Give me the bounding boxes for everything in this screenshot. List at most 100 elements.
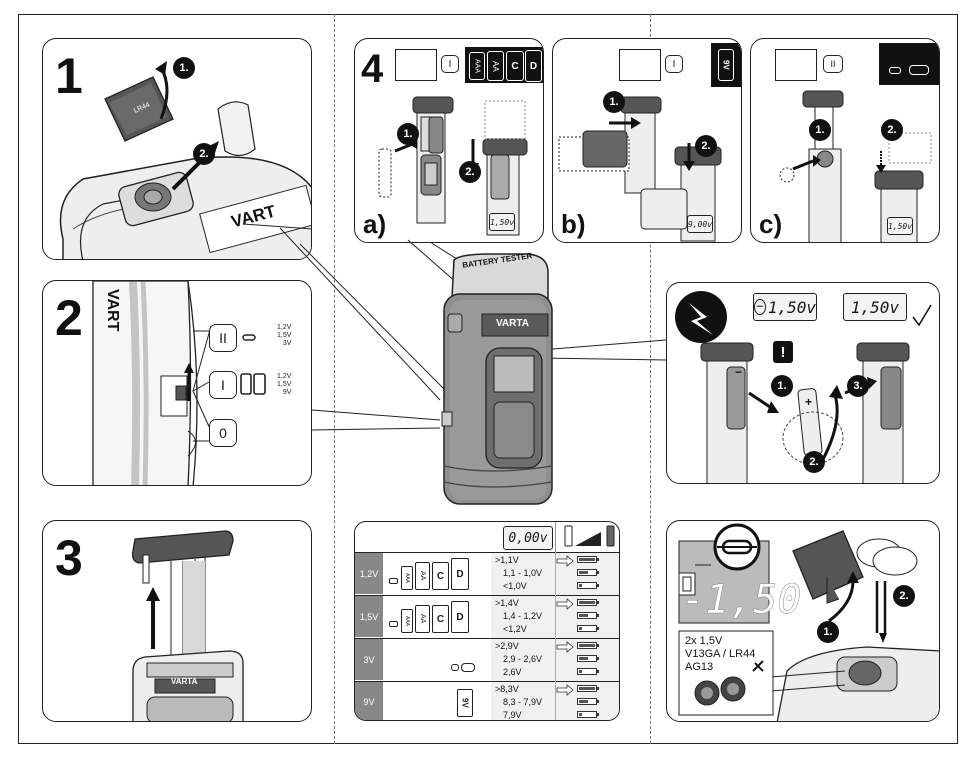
step-1-badge-1: 1.	[173, 57, 195, 79]
step-4a-label: a)	[363, 209, 387, 239]
range-text: 1,4 - 1,2V	[503, 611, 543, 621]
charge-gauge-icon	[577, 599, 599, 606]
step-1-number: 1	[55, 48, 83, 104]
type-c: C	[432, 605, 449, 633]
step-4b-slider-icon	[619, 49, 661, 81]
type-c: C	[432, 562, 449, 590]
step-4c-slider-icon	[775, 49, 817, 81]
step-4b-lcd: 9,00v	[687, 215, 713, 233]
page-frame	[18, 14, 958, 744]
polarity-badge-3: 3.	[847, 375, 869, 397]
arrow-icon	[556, 555, 574, 567]
coin-cell-icon-large	[461, 663, 475, 672]
coin-cell-icon-1	[889, 67, 901, 74]
range-text: 2,9 - 2,6V	[503, 654, 543, 664]
voltage-table: 0,00v 1,2V 1,5V 3V 9V AAA AA C D AAA AA …	[354, 521, 620, 721]
range-text: >8,3V	[495, 684, 519, 694]
row-3v-types	[385, 642, 489, 678]
polarity-minus-label: −	[735, 365, 743, 379]
polarity-plus-label: +	[805, 395, 813, 409]
type-aa: AA	[415, 605, 430, 633]
charge-gauge-icon	[577, 582, 599, 589]
type-aaa: AAA	[401, 566, 413, 590]
row-9v-types: 9V	[385, 685, 489, 719]
polarity-badge-2: 2.	[803, 451, 825, 473]
range-text: 2,6V	[503, 667, 522, 677]
coin-cell-icon	[389, 621, 398, 627]
charge-gauge-icon	[577, 685, 599, 692]
row-label-9v: 9V	[355, 682, 383, 720]
type-aa: AA	[415, 562, 430, 590]
charge-gauge-icon	[577, 569, 599, 576]
column-divider-left	[334, 14, 335, 744]
polarity-illustration	[675, 291, 932, 483]
type-9v: 9V	[718, 49, 734, 81]
step-2-illustration	[92, 281, 266, 485]
step-4c-badge-2: 2.	[881, 119, 903, 141]
step-4c-switch: II	[823, 55, 843, 73]
step-4c-badge-1: 1.	[809, 119, 831, 141]
coin-cell-icon-2	[909, 65, 929, 75]
switch-position-i: I	[209, 371, 237, 399]
charge-gauge-icon	[577, 625, 599, 632]
range-text: >2,9V	[495, 641, 519, 651]
coin-cell-icon	[389, 578, 398, 584]
charge-gauge-icon	[577, 642, 599, 649]
coin-badge-2: 2.	[893, 585, 915, 607]
step-4a-panel: 4 I AAA AA C D 1. 2. 1,50v a)	[354, 38, 544, 243]
type-d: D	[451, 558, 469, 590]
step-4a-type-strip: AAA AA C D	[465, 47, 543, 83]
minus-circle-icon: −	[754, 299, 766, 315]
step-4b-type-strip: 9V	[711, 43, 741, 87]
warning-icon: !	[773, 341, 793, 363]
step-4a-badge-1: 1.	[397, 123, 419, 145]
step-1-badge-2: 2.	[193, 143, 215, 165]
step-1-panel: 1 LR44 1. 2. VART	[42, 38, 312, 260]
charge-gauge-icon	[577, 655, 599, 662]
row-label-3v: 3V	[355, 639, 383, 680]
step-4c-lcd: 1,50v	[887, 217, 913, 235]
step-4a-slider-icon	[395, 49, 437, 81]
step-4a-lcd: 1,50v	[489, 213, 515, 231]
lcd-correct-polarity: 1,50v	[843, 293, 907, 321]
range-text: <1,0V	[503, 581, 527, 591]
range-text: >1,1V	[495, 555, 519, 565]
gauge-group	[556, 555, 574, 696]
lcd-wrong-polarity: −1,50v	[753, 293, 817, 321]
step-2-number: 2	[55, 290, 83, 346]
table-header-gauge	[555, 522, 615, 552]
arrow-icon	[556, 684, 574, 696]
device-brand: VARTA	[496, 318, 529, 329]
step-3-illustration	[131, 530, 244, 721]
row-label-15v: 1,5V	[355, 596, 383, 637]
range-text: <1,2V	[503, 624, 527, 634]
step-2-brand: VART	[104, 289, 121, 332]
step-4b-badge-2: 2.	[695, 135, 717, 157]
range-text: >1,4V	[495, 598, 519, 608]
coin-cell-illustration: -1,50	[678, 523, 939, 721]
table-header-lcd: 0,00v	[503, 526, 553, 550]
column-divider-right	[650, 14, 651, 744]
switch-position-ii: II	[209, 324, 237, 352]
row-15v-types: AAA AA C D	[385, 599, 489, 635]
type-d: D	[451, 601, 469, 633]
step-4a-badge-2: 2.	[459, 161, 481, 183]
step-4-number: 4	[361, 47, 384, 91]
type-9v: 9V	[457, 689, 473, 717]
range-text: 1,1 - 1,0V	[503, 568, 543, 578]
battery-tester-device	[441, 253, 553, 505]
polarity-panel: −1,50v 1,50v ! 1. 2. 3. − +	[666, 282, 940, 484]
gauge-column	[556, 555, 574, 696]
polarity-badge-1: 1.	[771, 375, 793, 397]
step-1-illustration: LR44	[59, 61, 311, 259]
charge-gauge-icon	[577, 556, 599, 563]
range-text: 7,9V	[503, 710, 522, 720]
type-aa: AA	[487, 51, 504, 81]
step-3-brand: VARTA	[171, 677, 198, 686]
charge-gauge-icon	[577, 698, 599, 705]
step-4a-switch: I	[441, 55, 459, 73]
